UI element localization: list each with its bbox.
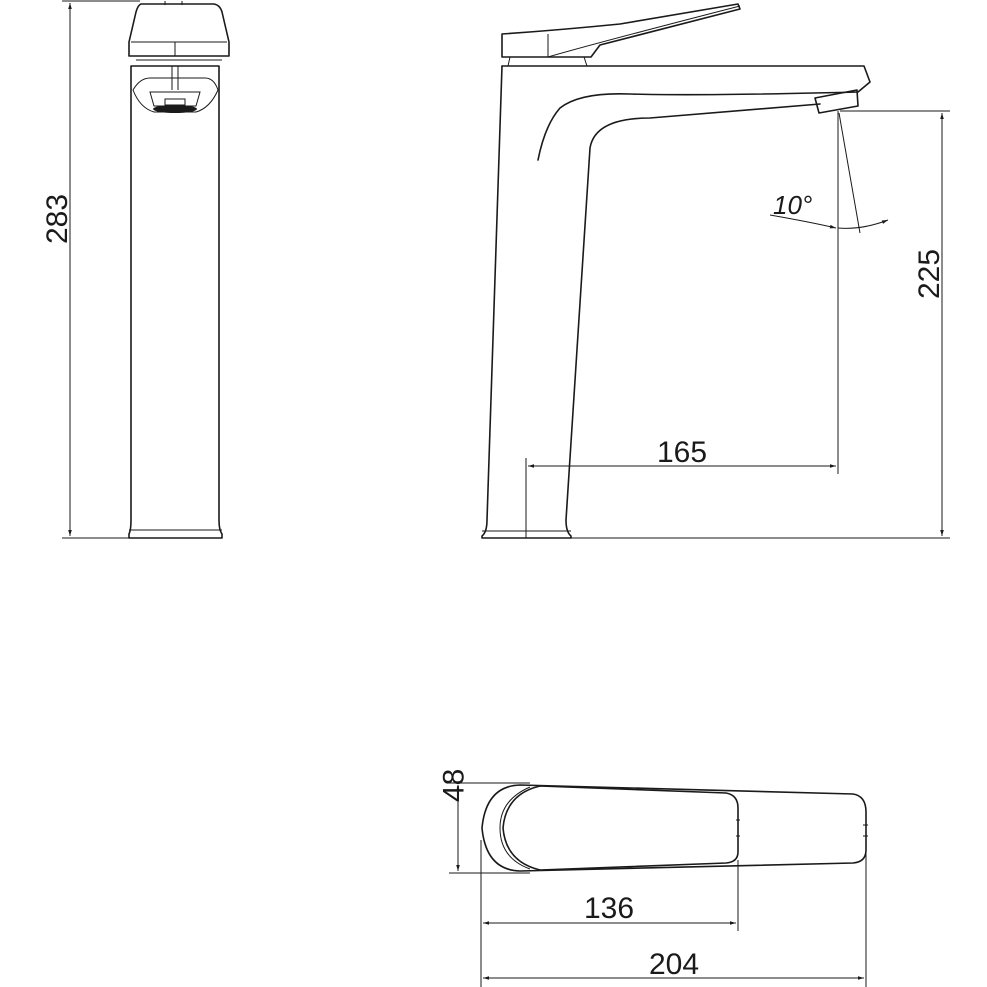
label-136: 136 bbox=[584, 892, 634, 925]
dimension-total-length: 204 bbox=[483, 850, 867, 987]
side-view bbox=[481, 3, 871, 539]
label-10-degrees: 10° bbox=[773, 190, 812, 220]
dimension-total-height: 283 bbox=[41, 0, 140, 539]
dimension-handle-length: 136 bbox=[480, 840, 739, 987]
dimension-spout-reach: 165 bbox=[525, 111, 839, 538]
label-165: 165 bbox=[657, 436, 707, 469]
label-225: 225 bbox=[913, 249, 946, 299]
label-283: 283 bbox=[41, 194, 74, 244]
dimension-angle: 10° bbox=[769, 190, 889, 229]
label-204: 204 bbox=[649, 948, 699, 981]
front-view bbox=[128, 1, 230, 539]
dimension-width: 48 bbox=[437, 769, 530, 874]
dimension-spout-height: 225 bbox=[571, 110, 950, 539]
label-48: 48 bbox=[437, 769, 470, 802]
top-view bbox=[481, 784, 868, 872]
